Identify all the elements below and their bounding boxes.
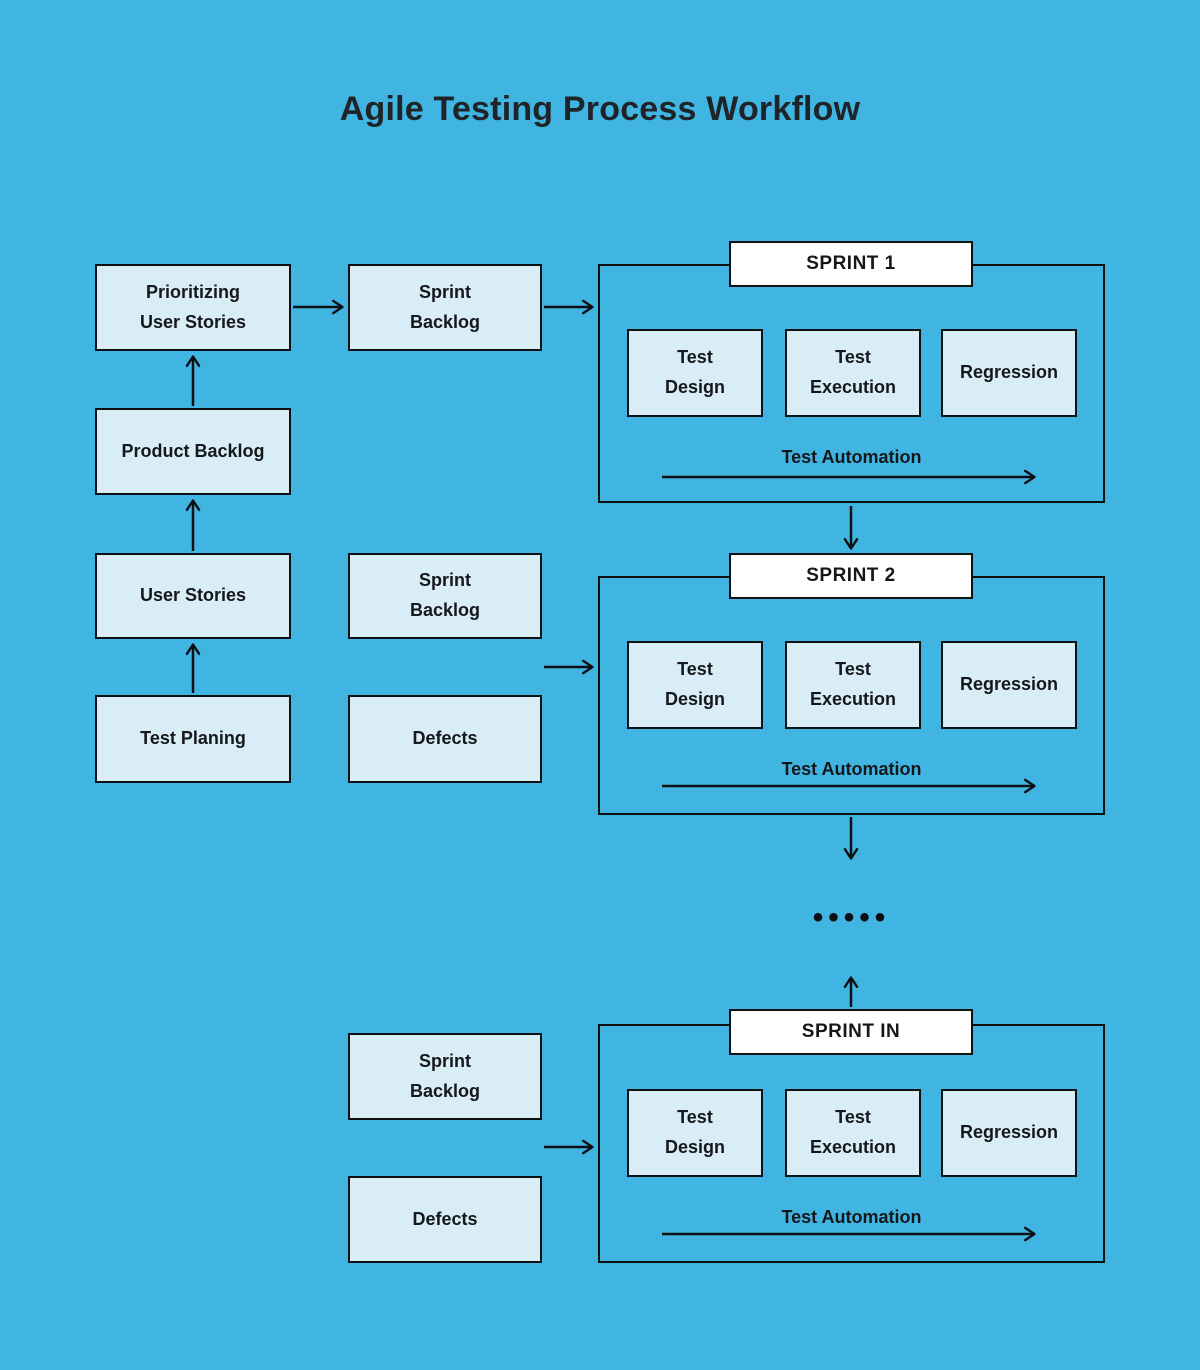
node-sprint-backlog-1: Sprint Backlog (348, 264, 542, 351)
sprint-in-label: SPRINT IN (729, 1009, 973, 1055)
sprint-2-label: SPRINT 2 (729, 553, 973, 599)
sprint-2-regression: Regression (941, 641, 1077, 729)
sprint-1-label: SPRINT 1 (729, 241, 973, 287)
node-defects-1: Defects (348, 695, 542, 783)
node-prioritizing-user-stories: Prioritizing User Stories (95, 264, 291, 351)
sprint-2-test-design: Test Design (627, 641, 763, 729)
sprint-in-regression: Regression (941, 1089, 1077, 1177)
node-product-backlog: Product Backlog (95, 408, 291, 495)
sprint-1-test-execution: Test Execution (785, 329, 921, 417)
sprint-1-regression: Regression (941, 329, 1077, 417)
sprint-in-test-automation-label: Test Automation (781, 1207, 922, 1227)
sprint-1-test-design: Test Design (627, 329, 763, 417)
sprint-2-test-execution: Test Execution (785, 641, 921, 729)
page-title: Agile Testing Process Workflow (339, 90, 861, 128)
sprint-in-test-execution: Test Execution (785, 1089, 921, 1177)
node-test-planing: Test Planing (95, 695, 291, 783)
node-user-stories: User Stories (95, 553, 291, 639)
sprint-2-test-automation-label: Test Automation (781, 759, 922, 779)
node-sprint-backlog-3: Sprint Backlog (348, 1033, 542, 1120)
sprint-1-test-automation-label: Test Automation (781, 447, 922, 467)
node-defects-2: Defects (348, 1176, 542, 1263)
node-sprint-backlog-2: Sprint Backlog (348, 553, 542, 639)
continuation-dots: ••••• (812, 901, 891, 934)
sprint-in-test-design: Test Design (627, 1089, 763, 1177)
